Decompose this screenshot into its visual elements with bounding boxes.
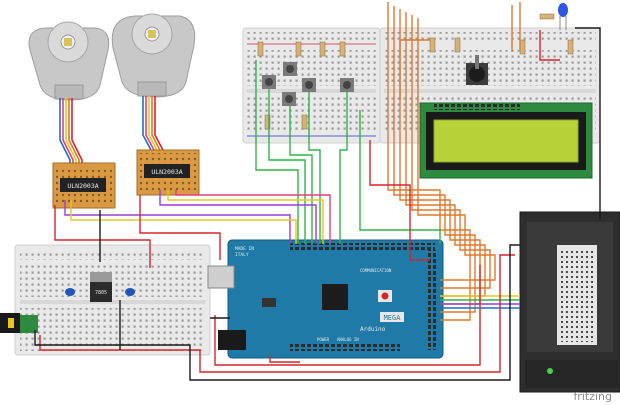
- voltage-regulator: 7805: [90, 272, 112, 302]
- arduino-power: POWER: [317, 337, 330, 342]
- stepper-motor-left: [28, 21, 110, 101]
- led-blue: [558, 3, 568, 30]
- capacitors: [65, 288, 135, 296]
- arduino-communication: COMMUNICATION: [360, 268, 392, 273]
- resistors: [257, 13, 574, 130]
- wires-lcd-orange: [387, 2, 521, 321]
- stepper-motor-right: [111, 13, 196, 98]
- arduino-mega: MADE IN ITALY COMMUNICATION Arduino MEGA…: [207, 239, 444, 359]
- driver-board-left: ULN2003A: [52, 162, 116, 209]
- arduino-model: MEGA: [384, 314, 402, 322]
- driver-left-label: ULN2003A: [67, 182, 98, 190]
- fritzing-watermark: fritzing: [573, 390, 612, 403]
- potentiometer: [466, 55, 488, 85]
- arduino-italy: ITALY: [235, 252, 249, 258]
- arduino-made-in: MADE IN: [235, 246, 254, 252]
- driver-board-right: ULN2003A: [136, 149, 200, 196]
- wires-buttons-green: [255, 60, 441, 244]
- wires-power-red: [39, 30, 560, 373]
- thermal-printer: [519, 211, 620, 393]
- arduino-brand: Arduino: [360, 326, 386, 333]
- push-buttons: [262, 62, 354, 106]
- lcd-16x2: [419, 102, 593, 179]
- wires-ground-black: [34, 27, 601, 381]
- arduino-analog-in: ANALOG IN: [337, 337, 359, 342]
- breadboard-bottom-left: [14, 244, 211, 356]
- driver-right-label: ULN2003A: [151, 168, 182, 176]
- regulator-label: 7805: [95, 290, 107, 296]
- dc-power-jack: [0, 313, 38, 333]
- wires-drivers-to-arduino: [64, 190, 331, 244]
